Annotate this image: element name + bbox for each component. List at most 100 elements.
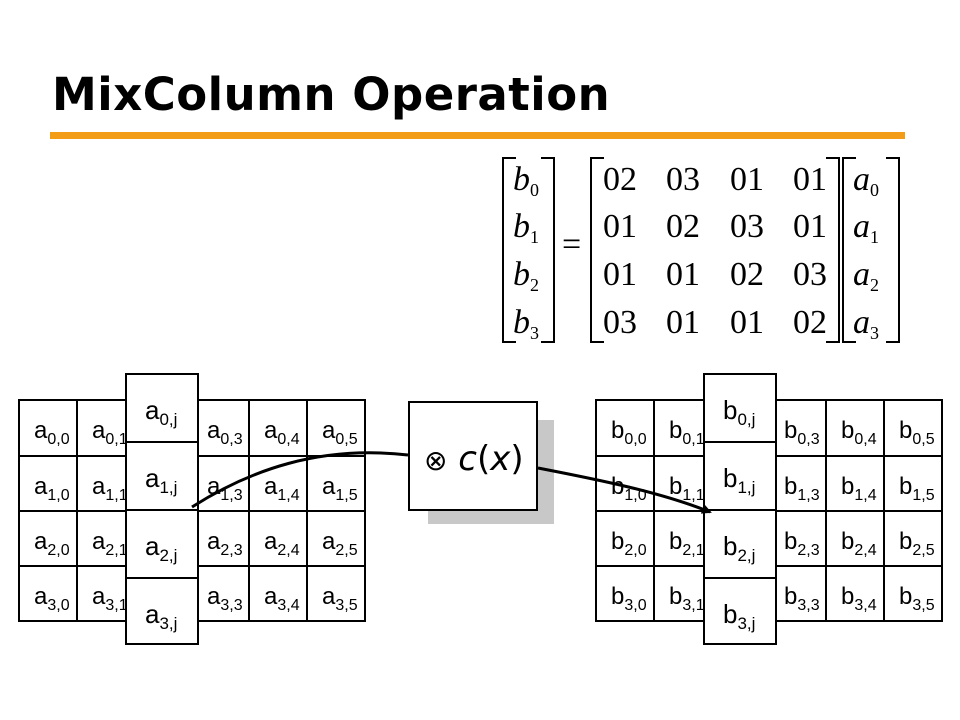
cell-letter: a — [207, 417, 221, 444]
matrix-entry: 01 — [666, 256, 700, 293]
cell-label: b1,1 — [669, 473, 705, 505]
cell-subscript: 3,4 — [277, 597, 300, 614]
matrix-left-bracket — [590, 157, 604, 343]
column-cell: a0,j — [127, 375, 197, 443]
cell-letter: b — [784, 528, 798, 555]
cell-label: b2,1 — [669, 528, 705, 560]
state-cell: a0,3 — [191, 399, 251, 457]
a-subscript: 1 — [870, 227, 879, 247]
cell-label: a2,5 — [322, 528, 358, 560]
state-cell: a2,4 — [248, 510, 308, 567]
cell-letter: b — [784, 473, 798, 500]
column-divider — [127, 577, 197, 579]
cell-letter: a — [264, 473, 278, 500]
cell-label: b2,4 — [841, 528, 877, 560]
b-vector-entry: b2 — [513, 256, 539, 295]
cell-label: b1,5 — [899, 473, 935, 505]
state-cell: a0,0 — [18, 399, 78, 457]
a-letter: a — [853, 161, 870, 198]
cell-subscript: 3,3 — [220, 597, 243, 614]
cell-label: b3,3 — [784, 583, 820, 615]
cell-letter: b — [669, 417, 683, 444]
cell-label: b2,3 — [784, 528, 820, 560]
cell-label: b1,3 — [784, 473, 820, 505]
cell-subscript: 0,0 — [624, 431, 647, 448]
a-vector-entry: a1 — [853, 210, 879, 247]
cell-letter: b — [841, 473, 855, 500]
state-cell: a3,1 — [76, 565, 136, 622]
cell-subscript: 1,5 — [335, 487, 358, 504]
matrix-entry: 03 — [666, 161, 700, 198]
cell-subscript: 1,4 — [277, 487, 300, 504]
cell-subscript: 1,1 — [105, 487, 128, 504]
cell-letter: a — [207, 528, 221, 555]
b-subscript: 2 — [530, 275, 539, 295]
b-letter: b — [513, 161, 530, 198]
a-vector-entry: a2 — [853, 258, 879, 295]
cell-label: b0,5 — [899, 417, 935, 449]
state-cell: a3,5 — [306, 565, 366, 622]
cell-subscript: 3,0 — [47, 597, 70, 614]
state-cell: a3,0 — [18, 565, 78, 622]
cell-letter: b — [899, 583, 913, 610]
matrix-entry: 01 — [793, 161, 827, 198]
cell-subscript: 2,4 — [854, 542, 877, 559]
cell-letter: a — [207, 583, 221, 610]
arrow-operation-to-output — [537, 466, 712, 514]
b-vector-left-bracket — [502, 157, 516, 343]
cell-letter: a — [145, 599, 160, 629]
mix-operation-box: ⊗ c(x) — [408, 401, 538, 511]
state-cell: b2,5 — [883, 510, 943, 567]
state-cell: b3,5 — [883, 565, 943, 622]
b-letter: b — [513, 256, 530, 293]
cell-subscript: 2,1 — [105, 542, 128, 559]
b-vector-right-bracket — [541, 157, 555, 343]
cell-letter: a — [92, 583, 106, 610]
cell-letter: b — [899, 417, 913, 444]
cell-subscript: 1,1 — [682, 487, 705, 504]
cell-letter: a — [34, 583, 48, 610]
cell-letter: b — [841, 528, 855, 555]
cell-letter: a — [34, 417, 48, 444]
cell-label: a2,4 — [264, 528, 300, 560]
cell-letter: b — [669, 473, 683, 500]
cell-letter: b — [611, 583, 625, 610]
cell-label: b0,0 — [611, 417, 647, 449]
cell-label: a2,0 — [34, 528, 70, 560]
matrix-right-bracket — [826, 157, 840, 343]
cell-letter: a — [34, 528, 48, 555]
column-divider — [127, 441, 197, 443]
a-subscript: 0 — [870, 180, 879, 200]
cell-subscript: 2,4 — [277, 542, 300, 559]
cell-letter: b — [899, 528, 913, 555]
cell-letter: a — [322, 583, 336, 610]
cell-label: a0,3 — [207, 417, 243, 449]
column-cell: a3,j — [127, 579, 197, 647]
cell-label: a3,5 — [322, 583, 358, 615]
cell-label: b0,1 — [669, 417, 705, 449]
b-vector-entry: b0 — [513, 161, 539, 200]
cell-letter: a — [322, 473, 336, 500]
cell-subscript: 2,3 — [220, 542, 243, 559]
cell-label: b0,3 — [784, 417, 820, 449]
title-underline — [50, 132, 905, 139]
cell-label: a0,5 — [322, 417, 358, 449]
cell-letter: a — [322, 528, 336, 555]
cell-label: b0,j — [723, 395, 755, 430]
cell-label: a3,1 — [92, 583, 128, 615]
a-subscript: 3 — [870, 323, 879, 343]
cell-letter: a — [145, 395, 160, 425]
cell-subscript: 0,j — [737, 410, 756, 429]
cell-subscript: 3,1 — [682, 597, 705, 614]
matrix-entry: 01 — [603, 256, 637, 293]
cell-label: a1,j — [145, 463, 177, 498]
cell-letter: b — [611, 528, 625, 555]
cell-label: b2,5 — [899, 528, 935, 560]
cell-letter: b — [611, 473, 625, 500]
cell-subscript: 3,3 — [797, 597, 820, 614]
cell-letter: a — [34, 473, 48, 500]
cell-letter: b — [723, 531, 738, 561]
cell-subscript: 1,3 — [220, 487, 243, 504]
cell-subscript: 3,4 — [854, 597, 877, 614]
cell-label: b3,4 — [841, 583, 877, 615]
